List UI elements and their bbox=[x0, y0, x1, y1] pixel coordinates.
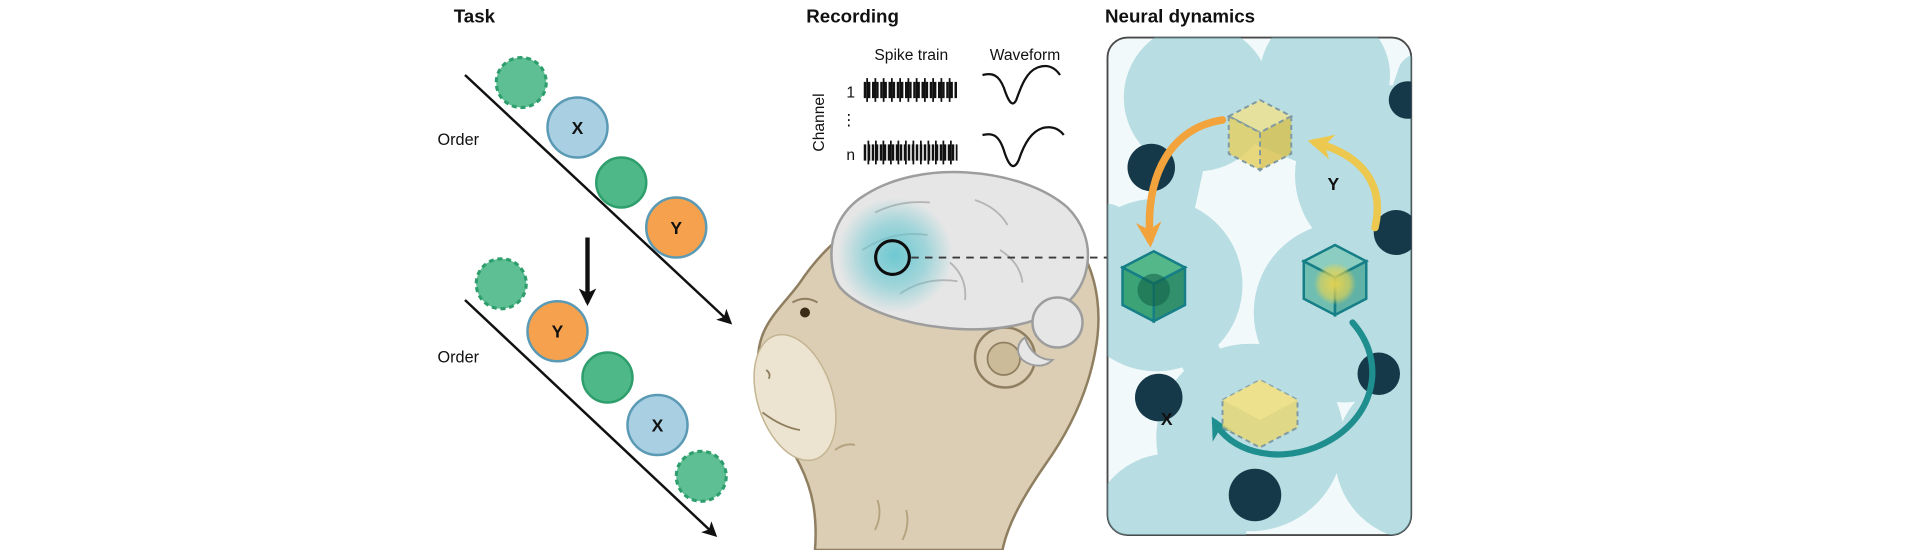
brain-stem bbox=[1017, 335, 1055, 367]
channel-1-label: 1 bbox=[846, 85, 855, 102]
ball-x-top-label: X bbox=[572, 118, 584, 138]
channel-n-label: n bbox=[846, 147, 855, 164]
neural-dynamics-panel: Neural dynamics bbox=[1105, 6, 1413, 536]
monkey-mouth bbox=[761, 411, 801, 431]
waveform-channel-n bbox=[982, 126, 1065, 168]
green-ball bbox=[581, 351, 634, 404]
recording-title: Recording bbox=[806, 6, 899, 27]
order-label-bottom: Order bbox=[438, 349, 480, 367]
ball-y-top-label: Y bbox=[670, 218, 682, 238]
recording-site-circle bbox=[874, 239, 911, 276]
task-panel: Task Order X Y Order Y X bbox=[438, 6, 733, 538]
yellow-transition-arrow bbox=[1307, 134, 1382, 232]
order-arrow-top bbox=[464, 74, 733, 325]
ball-x-top bbox=[546, 96, 609, 159]
neural-label-x: X bbox=[1161, 409, 1173, 429]
ball-y-bottom-label: Y bbox=[552, 322, 564, 342]
channel-ellipsis: ⋮ bbox=[841, 112, 857, 129]
task-title: Task bbox=[454, 6, 496, 27]
recording-panel: Recording Spike train Waveform Channel 1… bbox=[753, 6, 1108, 550]
monkey-illustration bbox=[753, 170, 1100, 550]
monkey-muzzle bbox=[753, 333, 837, 462]
neural-label-y: Y bbox=[1328, 174, 1340, 194]
neural-title: Neural dynamics bbox=[1105, 6, 1255, 27]
cube-active-green bbox=[1119, 249, 1188, 324]
channel-axis-label: Channel bbox=[811, 93, 828, 151]
monkey-eye bbox=[800, 307, 810, 318]
monkey-brow bbox=[791, 297, 819, 304]
spike-train-header: Spike train bbox=[874, 47, 948, 64]
ball-y-top bbox=[645, 196, 708, 259]
ball-x-bottom bbox=[626, 393, 689, 457]
order-label-top: Order bbox=[438, 131, 480, 149]
ball-y-bottom bbox=[526, 300, 589, 363]
ball-x-bottom-label: X bbox=[652, 415, 664, 435]
monkey-fur-strokes bbox=[834, 443, 909, 541]
order-arrow-bottom bbox=[464, 299, 718, 538]
green-ball bbox=[595, 156, 648, 209]
green-ball-dotted bbox=[474, 257, 528, 311]
green-ball-dotted bbox=[494, 55, 548, 110]
cube-y-ghost bbox=[1226, 98, 1294, 172]
monkey-nostril bbox=[765, 369, 771, 380]
orange-transition-arrow bbox=[1135, 116, 1227, 248]
cube-x-ghost bbox=[1221, 378, 1299, 449]
green-ball-dotted bbox=[674, 449, 728, 503]
recording-site-glow bbox=[837, 197, 953, 313]
brain-cerebellum bbox=[1031, 296, 1084, 349]
cube-transitioning-teal bbox=[1301, 243, 1369, 318]
teal-transition-arrow bbox=[1211, 319, 1376, 458]
waveform-header: Waveform bbox=[990, 47, 1061, 64]
monkey-ear-inner bbox=[986, 341, 1021, 376]
waveform-channel-1 bbox=[982, 64, 1061, 105]
